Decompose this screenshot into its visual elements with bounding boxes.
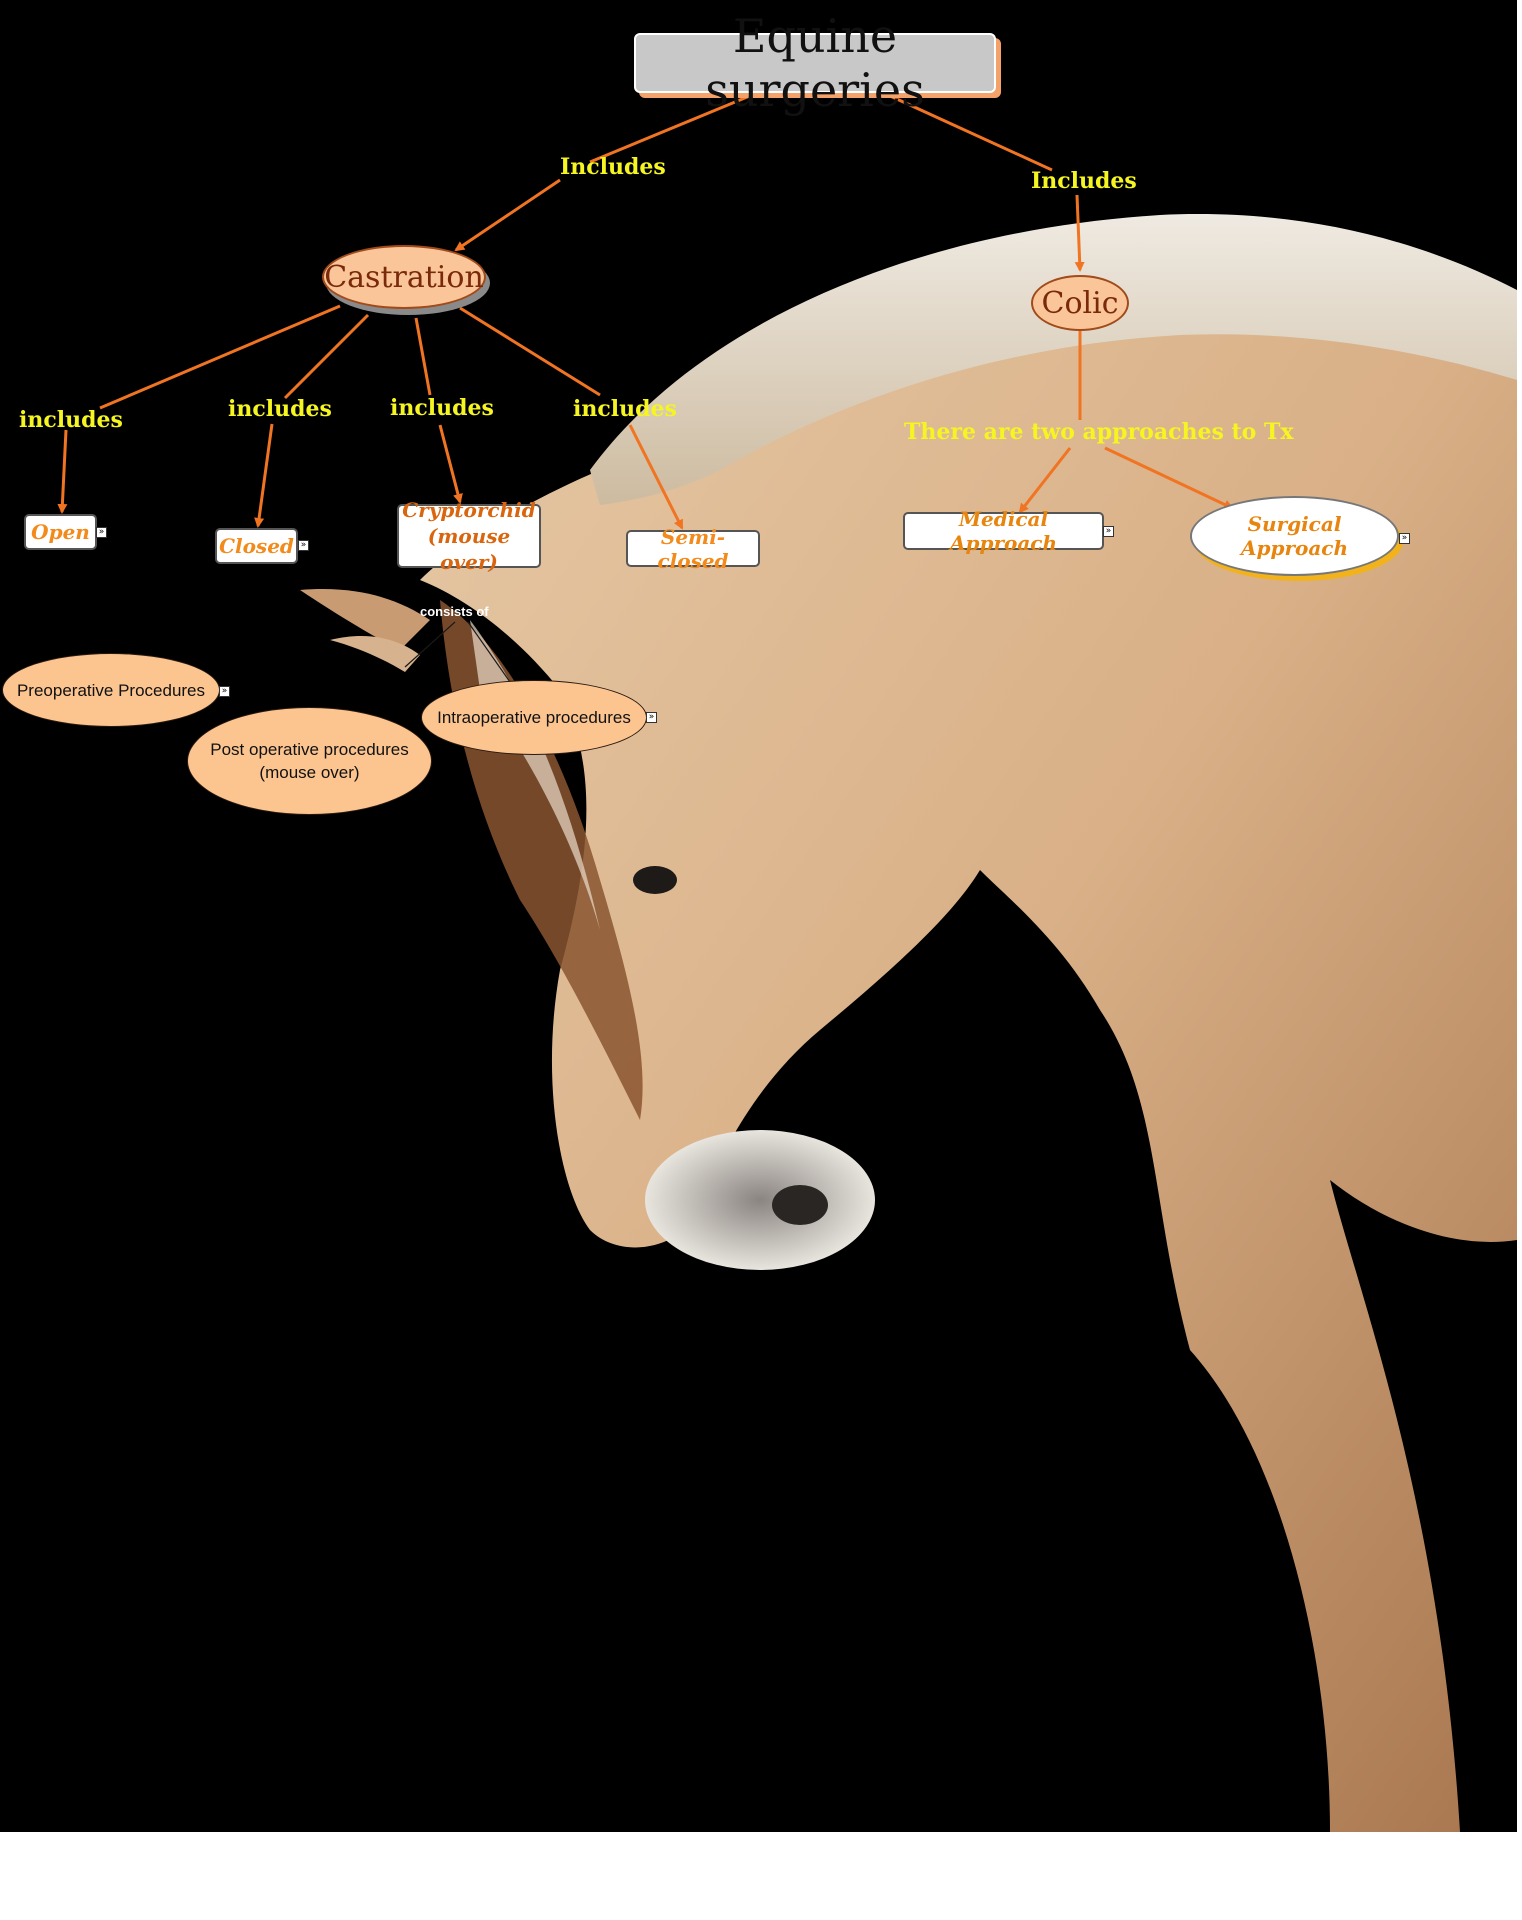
expand-icon[interactable]: » — [298, 540, 309, 551]
castration-node[interactable]: Castration — [322, 245, 486, 309]
connector-approaches-surgical — [1104, 446, 1234, 510]
connector-castration-closed-b — [254, 423, 274, 528]
expand-icon[interactable]: » — [1103, 526, 1114, 537]
postoperative-hint: (mouse over) — [259, 763, 360, 782]
connector-castration-semi-b — [628, 424, 684, 530]
cryptorchid-label: Cryptorchid — [402, 498, 536, 522]
link-label-open: includes — [19, 407, 123, 433]
open-node[interactable]: Open — [24, 514, 97, 550]
link-label-closed: includes — [228, 396, 332, 422]
link-label-castration: Includes — [560, 154, 666, 180]
surgical-approach-node[interactable]: Surgical Approach — [1190, 496, 1399, 576]
connector-castration-open-b — [57, 429, 68, 514]
cryptorchid-node[interactable]: Cryptorchid (mouse over) — [397, 498, 541, 574]
connector-castration-crypto-b — [438, 424, 463, 504]
connector-castration-semi-a — [459, 306, 601, 397]
expand-icon[interactable]: » — [96, 527, 107, 538]
semi-closed-node[interactable]: Semi-closed — [626, 525, 760, 573]
link-label-consists-of: consists of — [420, 604, 489, 619]
expand-icon[interactable]: » — [1399, 533, 1410, 544]
preoperative-procedures-node[interactable]: Preoperative Procedures — [2, 653, 220, 727]
horse-photo-background — [0, 0, 1517, 1832]
expand-icon[interactable]: » — [219, 686, 230, 697]
postoperative-procedures-node[interactable]: Post operative procedures (mouse over) — [187, 707, 432, 815]
link-label-colic: Includes — [1031, 168, 1137, 194]
connector-root-castration-a — [589, 93, 753, 164]
medical-approach-node[interactable]: Medical Approach — [903, 507, 1104, 555]
connector-castration-closed-a — [283, 313, 370, 400]
equine-surgeries-title: Equine surgeries — [634, 9, 996, 117]
connector-castration-open-a — [99, 304, 341, 410]
connector-consists-intra — [467, 621, 511, 683]
intraoperative-procedures-node[interactable]: Intraoperative procedures — [421, 680, 647, 755]
connector-root-castration-b — [454, 178, 561, 252]
closed-node[interactable]: Closed — [215, 528, 298, 564]
expand-icon[interactable]: » — [646, 712, 657, 723]
link-label-cryptorchid: includes — [390, 395, 494, 421]
connector-consists-post — [404, 621, 456, 668]
cryptorchid-hint: (mouse over) — [427, 524, 511, 574]
connector-castration-crypto-a — [414, 317, 432, 396]
connector-root-colic-b — [1074, 194, 1085, 272]
postoperative-label: Post operative procedures — [210, 740, 409, 759]
link-label-approaches: There are two approaches to Tx — [904, 419, 1294, 445]
link-label-semi-closed: includes — [573, 396, 677, 422]
connector-root-colic-a — [887, 93, 1053, 172]
colic-node[interactable]: Colic — [1031, 275, 1129, 331]
connector-approaches-medical — [1018, 447, 1072, 514]
